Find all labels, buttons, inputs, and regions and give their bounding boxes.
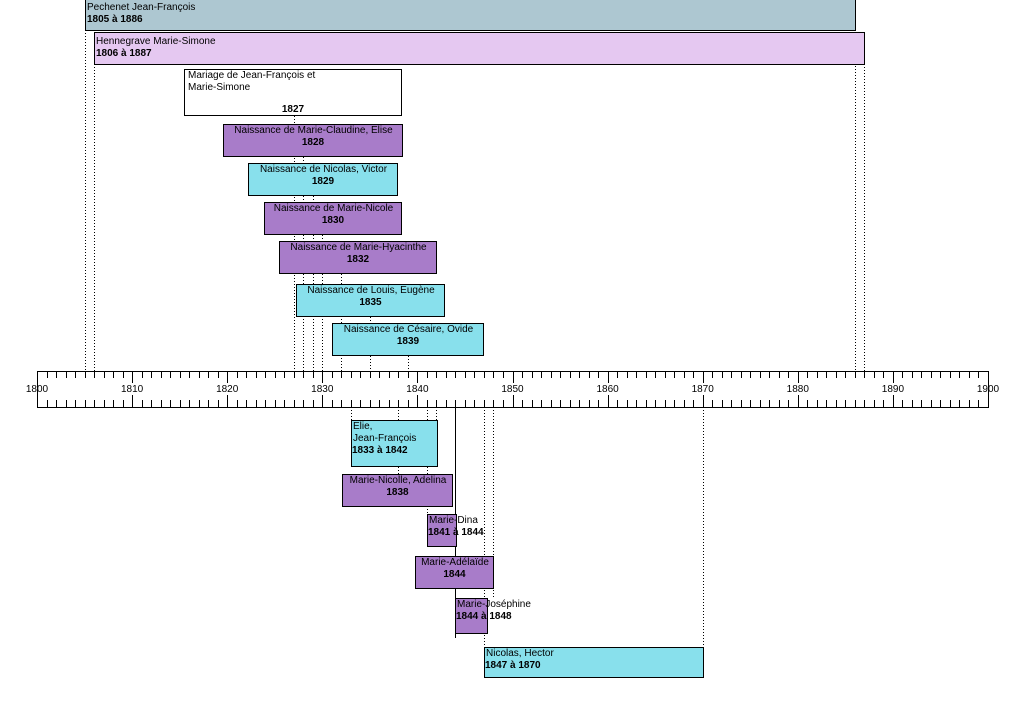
- child-box-date: 1841 à 1844: [428, 527, 484, 538]
- birth-event-box-label: Naissance de Marie-Hyacinthe: [290, 242, 427, 253]
- child-box-label: Marie-Nicolle, Adelina: [349, 475, 447, 486]
- axis-year-label: 1890: [881, 384, 905, 395]
- person-name: Pechenet Jean-François: [87, 2, 196, 13]
- axis-year-label: 1800: [25, 384, 49, 395]
- axis-year-label: 1820: [216, 384, 239, 395]
- child-box-label: Elie,: [353, 421, 373, 432]
- axis-year-label: 1900: [976, 384, 1000, 395]
- child-box-date: 1838: [386, 487, 409, 498]
- child-box-date: 1844: [443, 569, 466, 580]
- birth-event-box-date: 1829: [311, 176, 335, 187]
- axis-year-label: 1850: [501, 384, 524, 395]
- child-box-label: Marie-Joséphine: [457, 599, 531, 610]
- marriage-event-box-date: 1827: [281, 104, 305, 115]
- child-box-date: 1833 à 1842: [352, 445, 408, 456]
- birth-event-box-label: Naissance de Marie-Nicole: [273, 203, 394, 214]
- axis-year-label: 1860: [596, 384, 619, 395]
- axis-year-label: 1870: [691, 384, 714, 395]
- child-box-date: 1844 à 1848: [456, 611, 512, 622]
- axis-year-label: 1830: [311, 384, 334, 395]
- child-box-date: 1847 à 1870: [485, 660, 541, 671]
- person-name: Hennegrave Marie-Simone: [96, 36, 216, 47]
- birth-event-box-date: 1835: [359, 297, 382, 308]
- birth-event-box-date: 1828: [301, 137, 325, 148]
- axis-year-label: 1880: [786, 384, 809, 395]
- child-box-label: Marie-Dina: [429, 515, 478, 526]
- birth-event-box-label: Naissance de Marie-Claudine, Elise: [234, 125, 393, 136]
- child-box-label: Marie-Adélaïde: [421, 557, 489, 568]
- birth-event-box-label: Naissance de Nicolas, Victor: [259, 164, 388, 175]
- birth-event-box-date: 1839: [396, 336, 420, 347]
- axis-year-label: 1810: [120, 384, 144, 395]
- birth-event-box-date: 1832: [346, 254, 370, 265]
- child-box-label: Nicolas, Hector: [486, 648, 554, 659]
- birth-event-box-date: 1830: [321, 215, 345, 226]
- child-box-label: Jean-François: [353, 433, 417, 444]
- marriage-event-box-label: Mariage de Jean-François et: [188, 70, 316, 81]
- axis-year-label: 1840: [406, 384, 429, 395]
- person-dates: 1806 à 1887: [96, 48, 152, 59]
- birth-event-box-label: Naissance de Césaire, Ovide: [343, 324, 474, 335]
- birth-event-box-label: Naissance de Louis, Eugène: [307, 285, 435, 296]
- marriage-event-box-label: Marie-Simone: [188, 82, 251, 93]
- person-dates: 1805 à 1886: [87, 14, 143, 25]
